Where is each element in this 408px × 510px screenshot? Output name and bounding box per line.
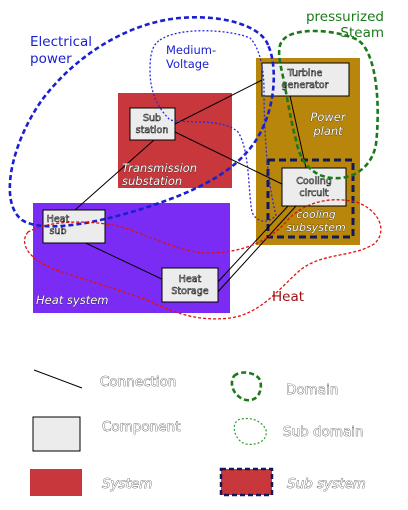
legend-subdomain-symbol [233,417,267,445]
legend-component-label: Component [102,419,180,435]
medium-voltage-subdomain [149,30,277,222]
legend-domain-label: Domain [286,382,338,398]
cooling-circuit-component [281,167,347,207]
connection-turbine-cooling [289,95,307,169]
legend-component-symbol [32,416,81,452]
legend-subdomain-label: Sub domain [283,424,364,440]
legend-system-symbol [30,469,82,496]
connection-cooling-storage [214,205,297,296]
legend-subsystem-symbol [219,467,274,497]
heat-storage-component [161,267,219,303]
legend-connection-label: Connection [100,374,176,390]
connection-substation-cooling [174,131,285,186]
legend-subsystem-label: Sub system [287,476,366,492]
connection-substation-heatsub [74,139,155,211]
medium-voltage-label: Medium-Voltage [166,43,216,71]
heat-domain [23,199,382,320]
connection-heatsub-storage [74,237,169,283]
connection-substation-turbine [174,79,263,125]
legend-system-label: System [102,476,152,492]
electrical-power-domain [8,16,276,228]
heat-domain-label: Heat [272,289,304,305]
heat-system-label: Heat system [36,293,109,307]
substation-component [129,107,176,141]
legend-domain-symbol [230,371,263,402]
legend: Connection Component System Domain Sub d… [30,369,366,497]
legend-connection-symbol [33,369,83,389]
turbine-generator-component [261,62,350,97]
